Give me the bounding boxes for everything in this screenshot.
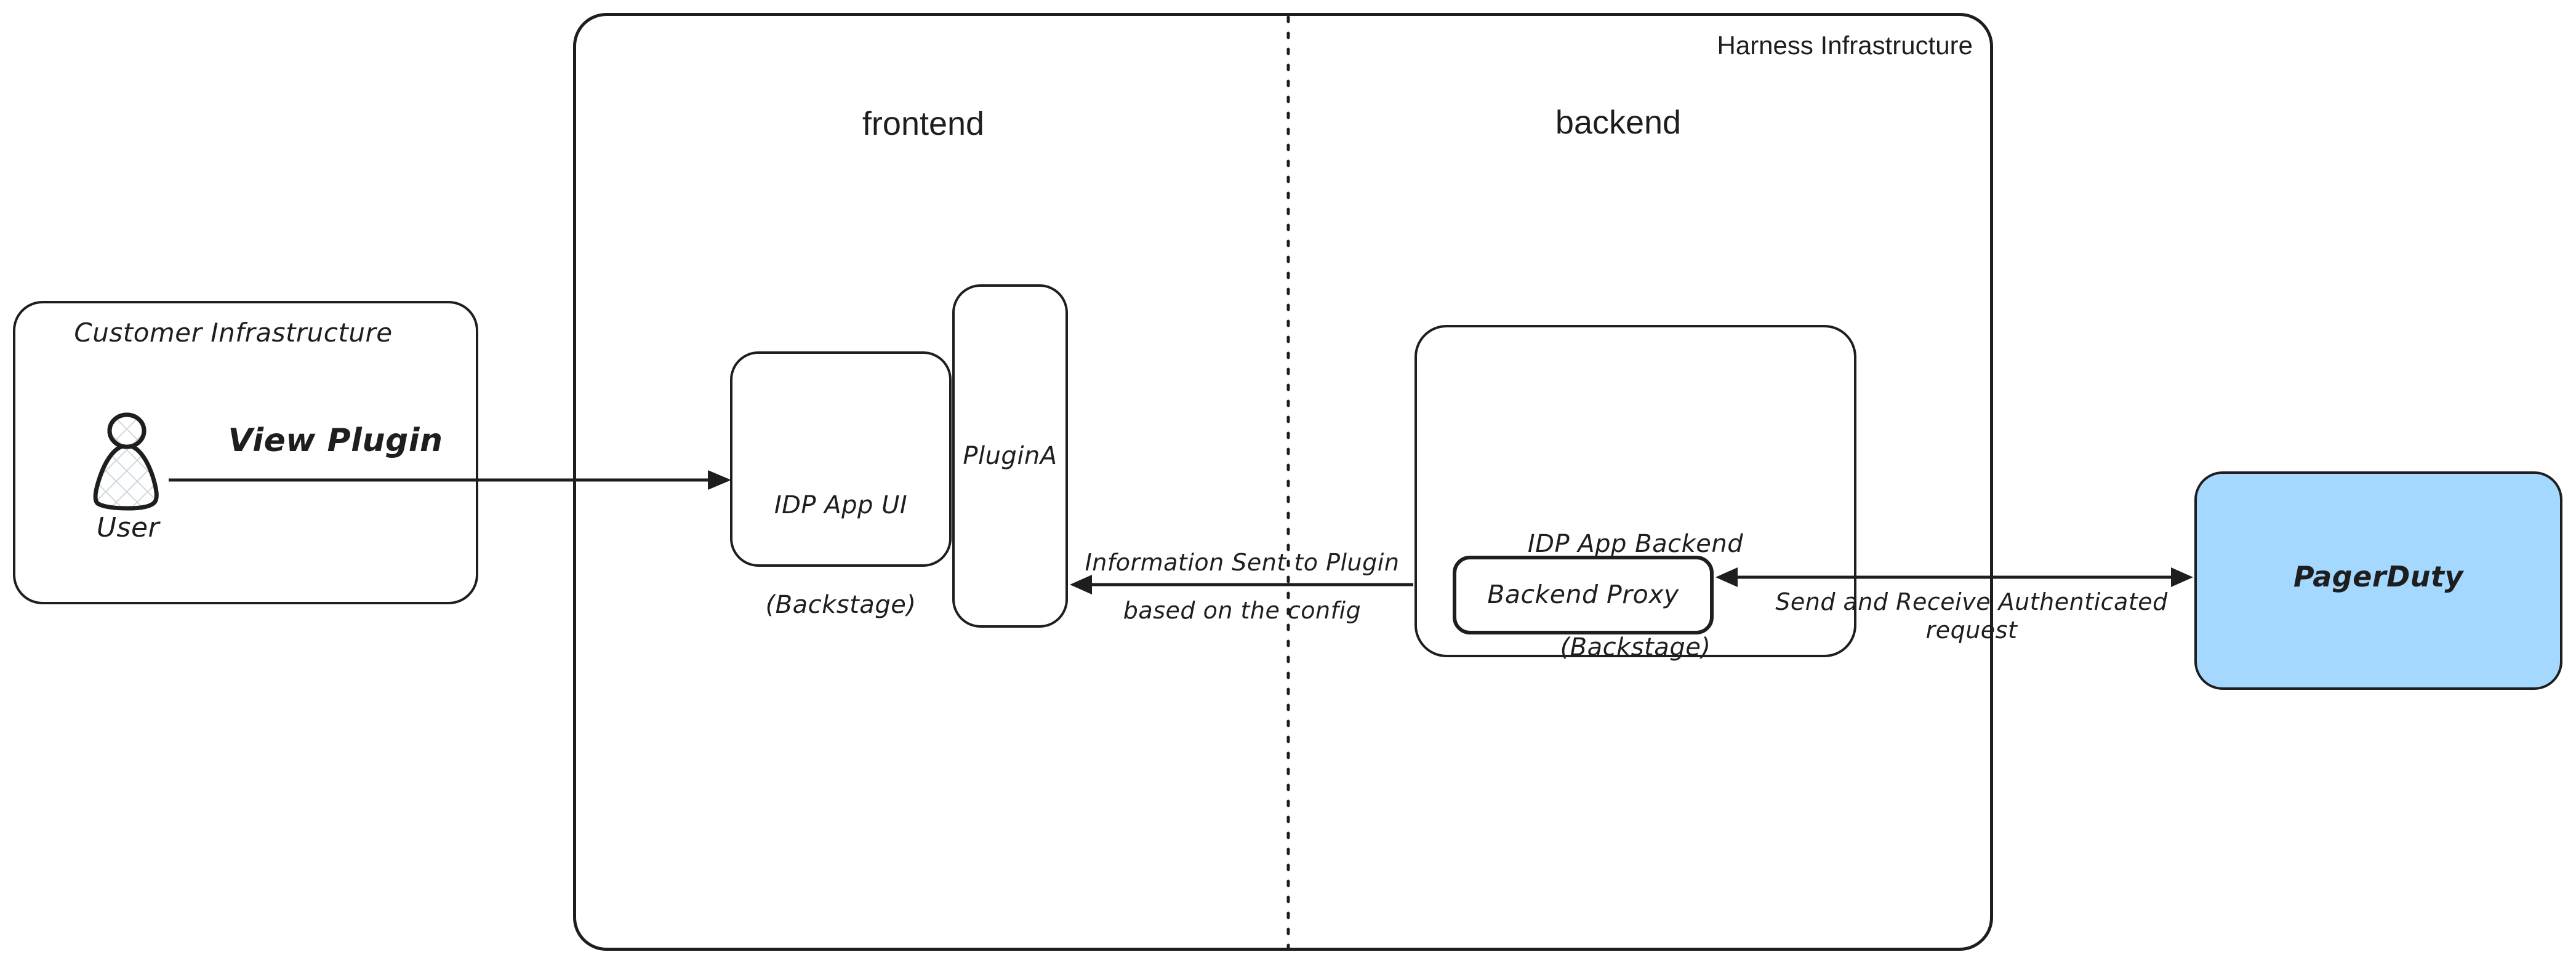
user-icon bbox=[93, 412, 159, 511]
info-sent-arrow bbox=[1070, 575, 1413, 594]
pagerduty-box bbox=[2194, 471, 2562, 690]
customer-title: Customer Infrastructure bbox=[74, 318, 393, 348]
plugin-a-label: PluginA bbox=[963, 442, 1057, 470]
idp-app-ui-box bbox=[730, 351, 952, 567]
info-sent-label-line1: Information Sent to Plugin bbox=[1085, 549, 1400, 576]
idp-app-ui-label: IDP App UI (Backstage) bbox=[736, 422, 945, 688]
harness-title: Harness Infrastructure bbox=[1717, 31, 1973, 60]
backend-label: backend bbox=[1555, 104, 1682, 141]
idp-app-ui-line1: IDP App UI bbox=[774, 491, 908, 519]
idp-app-backend-line2: (Backstage) bbox=[1560, 633, 1711, 662]
plugin-a-box bbox=[952, 284, 1068, 628]
view-plugin-label: View Plugin bbox=[228, 422, 443, 459]
backend-proxy-label: Backend Proxy bbox=[1487, 580, 1679, 609]
idp-app-backend-box bbox=[1414, 325, 1856, 657]
pagerduty-label: PagerDuty bbox=[2293, 560, 2464, 593]
backend-proxy-box bbox=[1453, 556, 1714, 634]
send-receive-label-line1: Send and Receive Authenticated bbox=[1775, 588, 2168, 615]
harness-infrastructure-box bbox=[573, 13, 1993, 951]
send-receive-label-line2: request bbox=[1925, 617, 2018, 644]
info-sent-label-line2: based on the config bbox=[1123, 597, 1362, 624]
frontend-label: frontend bbox=[862, 105, 985, 142]
idp-app-backend-label: IDP App Backend (Backstage) bbox=[1451, 458, 1820, 734]
send-receive-arrow bbox=[1715, 567, 2193, 587]
idp-app-ui-line2: (Backstage) bbox=[765, 591, 917, 619]
idp-app-backend-line1: IDP App Backend bbox=[1527, 530, 1744, 558]
frontend-backend-divider bbox=[1286, 15, 1290, 950]
view-plugin-arrow bbox=[169, 470, 731, 490]
customer-infrastructure-box bbox=[13, 301, 478, 604]
user-label: User bbox=[96, 512, 160, 543]
